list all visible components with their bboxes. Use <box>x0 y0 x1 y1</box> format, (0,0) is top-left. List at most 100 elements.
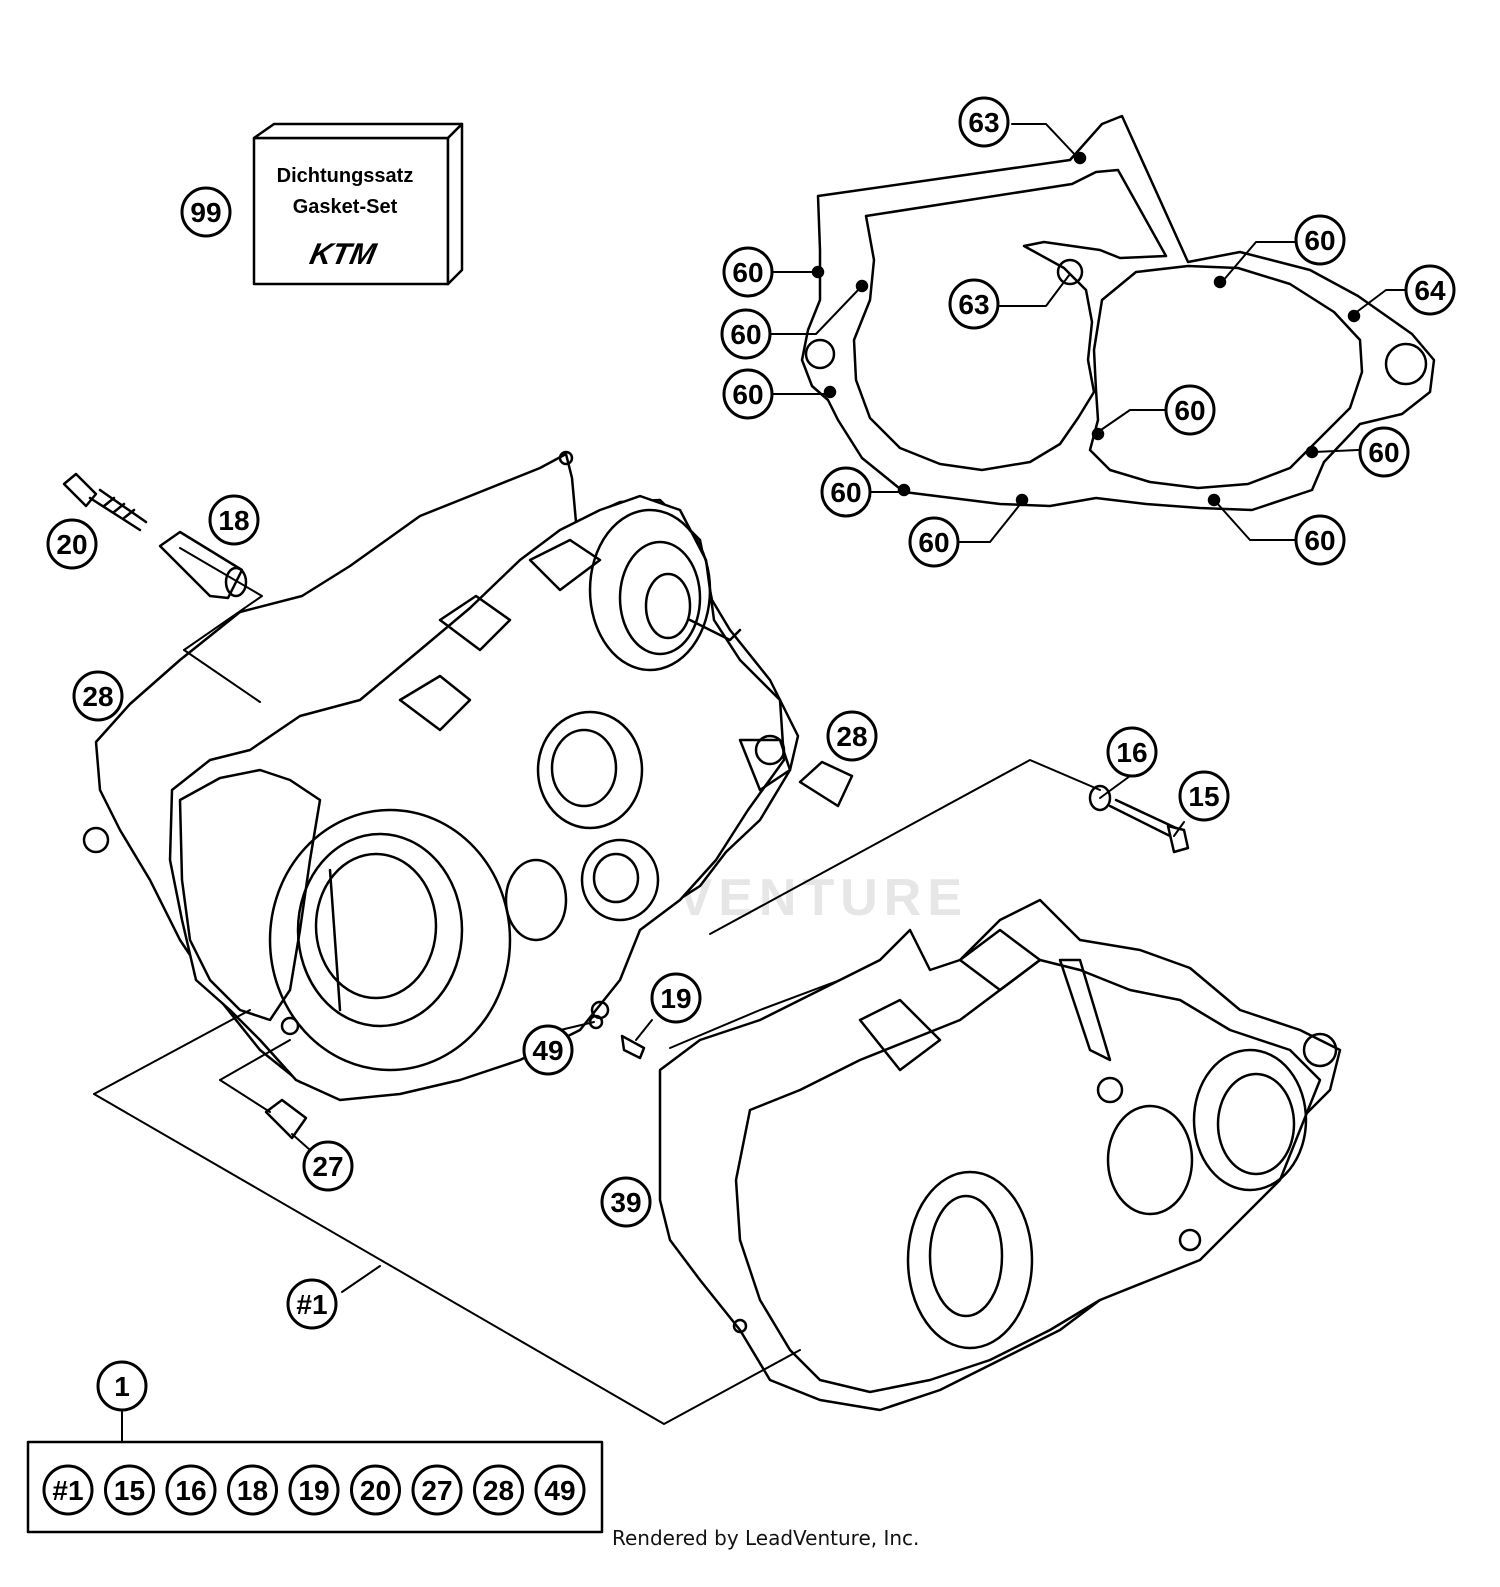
kit-item-label: 19 <box>298 1475 329 1506</box>
callout-label: 60 <box>1304 525 1335 556</box>
callout-15: 15 <box>1178 770 1230 822</box>
callout-60: 60 <box>820 466 872 518</box>
callout-label: 60 <box>732 379 763 410</box>
callout-circle <box>1294 214 1346 266</box>
kit-item-circle <box>288 1464 340 1516</box>
callout-circle <box>96 1360 148 1412</box>
callout-circle <box>722 246 774 298</box>
kit-item-label: 20 <box>360 1475 391 1506</box>
callout-circle <box>1294 514 1346 566</box>
callout-circle <box>302 1140 354 1192</box>
kit-item-label: 27 <box>421 1475 452 1506</box>
callout-label: 49 <box>532 1035 563 1066</box>
callout-circle <box>958 96 1010 148</box>
kit-item-circle <box>411 1464 463 1516</box>
callout-60: 60 <box>720 308 772 360</box>
callout-label: 63 <box>968 107 999 138</box>
callout-label: 19 <box>660 983 691 1014</box>
callout-28: 28 <box>72 670 124 722</box>
callout-circle <box>72 670 124 722</box>
bolt-20 <box>62 472 148 532</box>
callout-circle <box>180 186 232 238</box>
callout-label: 60 <box>732 257 763 288</box>
callout-28: 28 <box>826 710 878 762</box>
kit-item-hash-1: #1 <box>42 1464 94 1516</box>
callout-label: 39 <box>610 1187 641 1218</box>
kit-item-circle <box>227 1464 278 1516</box>
callout-circle <box>826 710 878 762</box>
kit-item-15: 15 <box>104 1464 155 1516</box>
callout-circle <box>1106 726 1158 778</box>
callout-63: 63 <box>958 96 1010 148</box>
callout-circle <box>722 368 774 420</box>
kit-item-18: 18 <box>227 1464 278 1516</box>
callout-63: 63 <box>948 278 1000 330</box>
kit-item-circle <box>104 1464 155 1516</box>
kit-item-28: 28 <box>473 1464 524 1516</box>
callout-60: 60 <box>1164 384 1216 436</box>
kit-item-circle <box>165 1464 217 1516</box>
callouts: 9963636060606060606060606420182828161519… <box>46 96 1456 1412</box>
kit-item-circle <box>42 1464 94 1516</box>
callout-circle <box>208 494 260 546</box>
callout-circle <box>650 972 702 1024</box>
callout-64: 64 <box>1404 264 1456 316</box>
callout-label: #1 <box>296 1289 327 1320</box>
kit-item-label: #1 <box>52 1475 83 1506</box>
callout-1: 1 <box>96 1360 148 1412</box>
callout-label: 18 <box>218 505 249 536</box>
callout-19: 19 <box>650 972 702 1024</box>
callout-label: 64 <box>1414 275 1446 306</box>
callout-label: 99 <box>190 197 221 228</box>
sleeve-27 <box>264 1098 308 1140</box>
callout-60: 60 <box>722 368 774 420</box>
right-crankcase-half <box>658 898 1342 1412</box>
callout-49: 49 <box>522 1024 574 1076</box>
callout-16: 16 <box>1106 726 1158 778</box>
callout-label: 63 <box>958 289 989 320</box>
gasket-set-box: Dichtungssatz Gasket-Set KTM <box>252 122 464 286</box>
callout-label: 20 <box>56 529 87 560</box>
kit-item-19: 19 <box>288 1464 340 1516</box>
screw-19 <box>620 1034 646 1060</box>
callout-label: 1 <box>114 1371 130 1402</box>
callout-label: 60 <box>1174 395 1205 426</box>
callout-label: 28 <box>82 681 113 712</box>
callout-99: 99 <box>180 186 232 238</box>
kit-item-label: 28 <box>483 1475 514 1506</box>
sleeve-28 <box>798 760 854 808</box>
callout-hash-1: #1 <box>286 1278 338 1330</box>
callout-circle <box>1178 770 1230 822</box>
callout-label: 15 <box>1188 781 1219 812</box>
kit-item-circle <box>350 1464 401 1516</box>
kit-item-49: 49 <box>534 1464 586 1516</box>
callout-label: 60 <box>918 527 949 558</box>
callout-circle <box>600 1176 652 1228</box>
callout-label: 16 <box>1116 737 1147 768</box>
ktm-logo-icon: KTM <box>307 238 380 271</box>
callout-circle <box>1404 264 1456 316</box>
callout-18: 18 <box>208 494 260 546</box>
callout-circle <box>1164 384 1216 436</box>
callout-circle <box>1358 426 1410 478</box>
callout-39: 39 <box>600 1176 652 1228</box>
kit-item-16: 16 <box>165 1464 217 1516</box>
callout-60: 60 <box>908 516 960 568</box>
gasket-set-english-label: Gasket-Set <box>293 196 398 218</box>
callout-27: 27 <box>302 1140 354 1192</box>
kit-item-circle <box>473 1464 524 1516</box>
callout-circle <box>522 1024 574 1076</box>
callout-circle <box>820 466 872 518</box>
callout-label: 28 <box>836 721 867 752</box>
callout-circle <box>286 1278 338 1330</box>
callout-60: 60 <box>1294 214 1346 266</box>
callout-label: 27 <box>312 1151 343 1182</box>
callout-circle <box>720 308 772 360</box>
callout-circle <box>46 518 98 570</box>
callout-60: 60 <box>1294 514 1346 566</box>
washer-16 <box>1088 784 1112 812</box>
kit-item-27: 27 <box>411 1464 463 1516</box>
kit-item-label: 18 <box>237 1475 268 1506</box>
